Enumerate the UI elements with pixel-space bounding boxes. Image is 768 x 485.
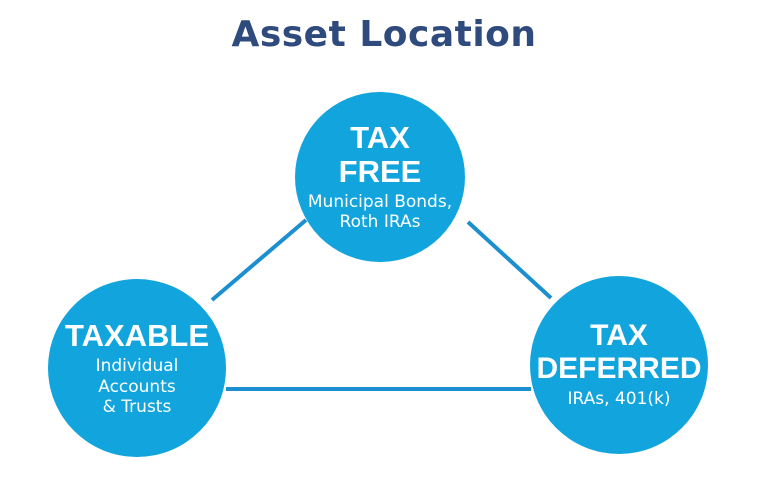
taxable-heading: TAXABLE: [64, 317, 210, 353]
taxable-detail: Individual Accounts & Trusts: [96, 356, 179, 417]
tax-deferred-detail: IRAs, 401(k): [568, 389, 671, 409]
tax-deferred-detail-line-1: IRAs, 401(k): [567, 389, 671, 410]
tax-free-heading-line-1: TAX: [350, 120, 410, 156]
tax-free-detail: Municipal Bonds, Roth IRAs: [308, 192, 452, 233]
taxable-circle: TAXABLE Individual Accounts & Trusts: [48, 279, 226, 457]
taxable-detail-line-3: & Trusts: [102, 396, 172, 417]
taxable-heading-line-1: TAXABLE: [64, 317, 210, 353]
tax-free-detail-line-1: Municipal Bonds,: [307, 192, 453, 213]
tax-deferred-heading-line-1: TAX: [590, 319, 648, 353]
taxable-detail-line-1: Individual: [95, 356, 179, 377]
taxable-detail-line-2: Accounts: [98, 376, 176, 397]
tax-free-circle: TAX FREE Municipal Bonds, Roth IRAs: [295, 92, 465, 262]
tax-deferred-heading: TAX DEFERRED: [536, 320, 701, 385]
tax-free-heading: TAX FREE: [339, 121, 422, 188]
connector-taxfree-taxable: [210, 218, 308, 302]
tax-deferred-heading-line-2: DEFERRED: [536, 351, 702, 385]
tax-deferred-circle: TAX DEFERRED IRAs, 401(k): [530, 276, 708, 454]
connector-taxfree-taxdeferred: [466, 220, 553, 300]
page-title: Asset Location: [231, 14, 537, 55]
tax-free-detail-line-2: Roth IRAs: [339, 212, 421, 233]
tax-free-heading-line-2: FREE: [338, 153, 422, 189]
